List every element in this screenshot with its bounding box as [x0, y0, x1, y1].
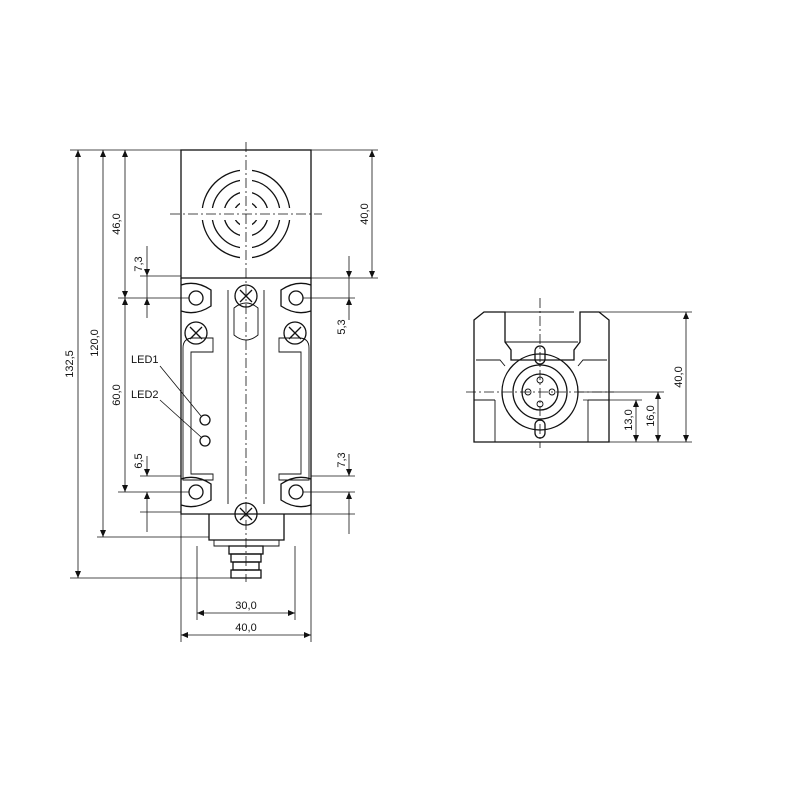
- led1-indicator: [199, 414, 211, 426]
- screw-upper-right: [283, 321, 307, 345]
- screw-upper-left: [184, 321, 208, 345]
- screw-bottom-center: [234, 502, 258, 526]
- led1-label: LED1: [131, 354, 159, 366]
- led2-label: LED2: [131, 389, 159, 401]
- dim-head-height-label: 46,0: [111, 213, 123, 234]
- dim-connector-width-label: 30,0: [235, 600, 256, 612]
- dim-bottom-hole-right-label: 7,3: [336, 452, 348, 467]
- dim-bottom-hole-left-label: 6,5: [133, 453, 145, 468]
- dim-body-width-label: 40,0: [235, 622, 256, 634]
- dim-body-height-label: 120,0: [89, 329, 101, 357]
- side-housing: [473, 311, 610, 443]
- dim-side-center-label: 16,0: [645, 405, 657, 426]
- dim-mount-spacing-label: 60,0: [111, 384, 123, 405]
- dim-face-height-label: 40,0: [359, 203, 371, 224]
- dim-side-height-label: 40,0: [673, 366, 685, 387]
- led2-indicator: [199, 435, 211, 447]
- dim-top-hole-left-label: 7,3: [133, 256, 145, 271]
- dim-side-connector-label: 13,0: [623, 409, 635, 430]
- dim-overall-height-label: 132,5: [64, 350, 76, 378]
- front-view: LED1 LED2 132,5 120,0 46,0 60,0 7,3 6,5: [64, 142, 378, 642]
- side-view: 40,0 16,0 13,0: [466, 298, 692, 448]
- body-neck: [208, 514, 285, 541]
- screw-top-center: [234, 284, 258, 308]
- dim-right-offset-label: 5,3: [336, 319, 348, 334]
